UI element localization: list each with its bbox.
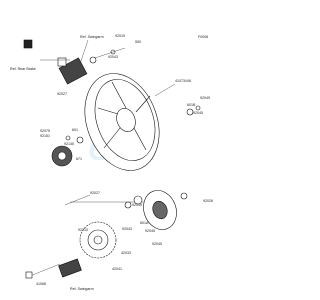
label-42033: 42033	[121, 251, 131, 255]
label-601: 601	[72, 128, 78, 132]
label-92151: 92151	[40, 134, 50, 138]
label-ref-swingarm-top: Ref. Swingarm	[80, 35, 104, 39]
label-92027: 92027	[57, 92, 67, 96]
label-92210: 92210	[78, 228, 88, 232]
label-41068: 41068	[36, 282, 46, 286]
label-671: 671	[76, 157, 82, 161]
diagram-id: F0006	[198, 35, 208, 39]
axle-assembly-bottom	[25, 258, 82, 279]
label-92049-b: 92049	[132, 203, 142, 207]
rear-wheel	[84, 73, 160, 171]
label-ref-rear-brake: Ref. Rear Brake	[10, 67, 36, 71]
label-ref-swingarm-bottom: Ref. Swingarm	[70, 287, 94, 291]
label-92045: 92045	[193, 111, 203, 115]
label-92045-c: 92045	[152, 242, 162, 246]
label-92043-b: 92043	[122, 227, 132, 231]
label-92049-a: 92049	[200, 96, 210, 100]
label-601a: 601A	[140, 221, 149, 225]
label-92027-b: 92027	[90, 191, 100, 195]
label-92045-b: 92045	[145, 229, 155, 233]
label-92015: 92015	[115, 34, 125, 38]
label-92145: 92145	[64, 142, 74, 146]
label-92026: 92026	[203, 199, 213, 203]
parts-diagram: OEM F0006 Ref. Swingarm Ref. Rear Brake …	[10, 34, 213, 291]
axle-assembly-top	[23, 39, 126, 85]
label-42041: 42041	[112, 267, 122, 271]
label-41073: 41073/4/6	[175, 79, 191, 83]
label-92043: 92043	[108, 55, 118, 59]
label-550: 550	[135, 40, 141, 44]
damper-assembly	[51, 135, 84, 167]
label-92075: 92075	[40, 129, 50, 133]
sprocket	[79, 221, 117, 259]
label-601b: 601B	[187, 103, 196, 107]
coupling	[124, 190, 188, 230]
